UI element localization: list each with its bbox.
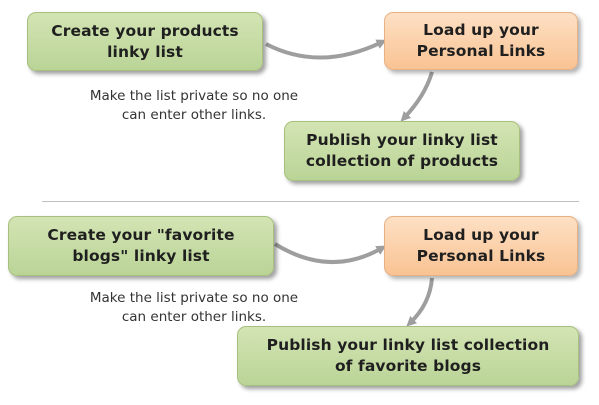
load-personal-links-label-blogs: Load up your Personal Links	[416, 226, 546, 265]
arrow-create-to-load-blogs	[273, 242, 387, 265]
publish-products-collection-box: Publish your linky list collection of pr…	[284, 121, 520, 181]
create-blogs-list-box: Create your "favorite blogs" linky list	[8, 216, 274, 276]
publish-products-collection-label: Publish your linky list collection of pr…	[305, 131, 499, 170]
create-blogs-list-label: Create your "favorite blogs" linky list	[47, 226, 235, 265]
arrow-load-to-publish-blogs	[406, 277, 434, 327]
load-personal-links-label-products: Load up your Personal Links	[416, 21, 546, 60]
publish-blogs-collection-label: Publish your linky list collection of fa…	[266, 336, 550, 375]
load-personal-links-box-products: Load up your Personal Links	[384, 12, 578, 70]
publish-blogs-collection-box: Publish your linky list collection of fa…	[237, 326, 579, 386]
load-personal-links-box-blogs: Load up your Personal Links	[384, 216, 578, 276]
arrow-create-to-load-products	[265, 39, 387, 60]
arrow-load-to-publish-products	[400, 71, 434, 122]
private-list-note-blogs: Make the list private so no one can ente…	[89, 290, 299, 325]
create-products-list-label: Create your products linky list	[51, 21, 239, 61]
create-products-list-box: Create your products linky list	[27, 12, 263, 71]
private-list-note-products: Make the list private so no one can ente…	[89, 88, 299, 123]
section-divider	[42, 201, 579, 202]
